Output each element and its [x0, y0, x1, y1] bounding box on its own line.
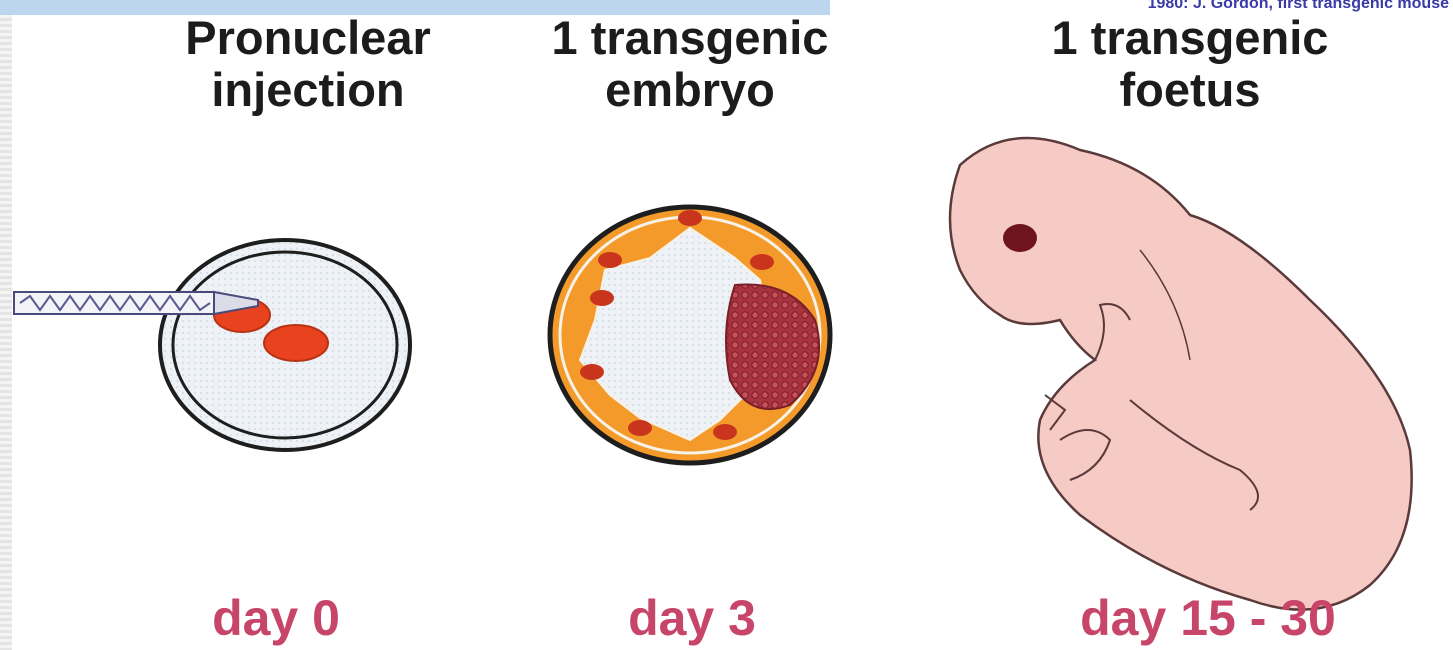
blastocyst-illustration	[550, 207, 830, 463]
injection-needle	[14, 292, 258, 314]
day-label-0: day 0	[96, 590, 456, 646]
zygote-illustration	[160, 240, 410, 450]
foetus-illustration	[950, 138, 1412, 610]
foetus-eye	[1003, 224, 1037, 252]
pronucleus-female	[264, 325, 328, 361]
day-label-3: day 3	[512, 590, 872, 646]
day-label-15-30: day 15 - 30	[1028, 590, 1388, 646]
